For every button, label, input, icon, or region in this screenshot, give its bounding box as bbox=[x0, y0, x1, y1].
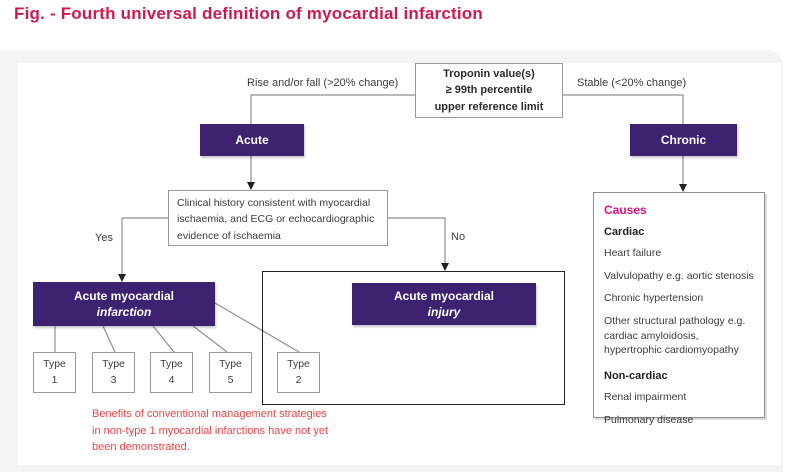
type-1-box: Type 1 bbox=[33, 352, 76, 393]
type-3-box: Type 3 bbox=[92, 352, 135, 393]
acute-mi-box: Acute myocardial infarction bbox=[33, 282, 215, 326]
management-note: Benefits of conventional management stra… bbox=[92, 408, 329, 453]
yes-label: Yes bbox=[95, 232, 113, 244]
type-5-number: 5 bbox=[227, 373, 234, 386]
cause-item: Chronic hypertension bbox=[604, 292, 704, 305]
type-2-box: Type 2 bbox=[277, 352, 320, 393]
cause-item: Heart failure bbox=[604, 247, 662, 259]
acute-mi-line2: infarction bbox=[96, 305, 152, 319]
type-2-number: 2 bbox=[295, 373, 302, 386]
injury-group-outline bbox=[262, 271, 565, 405]
type-4-word: Type bbox=[160, 357, 183, 370]
acute-mi-line1: Acute myocardial bbox=[73, 288, 175, 303]
cause-item: Valvulopathy e.g. aortic stenosis bbox=[604, 269, 754, 282]
no-label: No bbox=[451, 231, 466, 243]
acute-injury-line2: injury bbox=[427, 305, 461, 319]
acute-label: Acute bbox=[235, 132, 269, 147]
acute-injury-box: Acute myocardial injury bbox=[352, 283, 536, 325]
rise-branch-label: Rise and/or fall (>20% change) bbox=[247, 77, 399, 89]
causes-heading: Causes bbox=[604, 203, 647, 217]
cause-item: Other structural pathology e.g. cardiac … bbox=[604, 315, 746, 357]
noncardiac-heading: Non-cardiac bbox=[604, 370, 668, 383]
chronic-box: Chronic bbox=[630, 124, 737, 156]
type-1-number: 1 bbox=[51, 373, 58, 386]
acute-injury-line1: Acute myocardial bbox=[393, 288, 495, 303]
clinical-history-box: Clinical history consistent with myocard… bbox=[168, 190, 388, 246]
type-5-box: Type 5 bbox=[209, 352, 252, 393]
type-4-number: 4 bbox=[168, 373, 175, 386]
type-3-word: Type bbox=[102, 357, 125, 370]
type-3-number: 3 bbox=[110, 373, 117, 386]
cardiac-heading: Cardiac bbox=[604, 226, 645, 238]
type-5-word: Type bbox=[219, 357, 242, 370]
type-2-word: Type bbox=[287, 357, 310, 370]
stable-branch-label: Stable (<20% change) bbox=[577, 77, 687, 89]
type-4-box: Type 4 bbox=[150, 352, 193, 393]
acute-box: Acute bbox=[200, 124, 304, 156]
cause-item: Renal impairment bbox=[604, 391, 687, 404]
causes-panel: Causes Cardiac Heart failure Valvulopath… bbox=[593, 192, 765, 426]
troponin-box: Troponin value(s) ≥ 99th percentile uppe… bbox=[415, 63, 563, 118]
page-title: Fig. - Fourth universal definition of my… bbox=[14, 4, 483, 23]
chronic-label: Chronic bbox=[660, 132, 707, 147]
cause-item: Pulmonary disease bbox=[604, 413, 694, 426]
type-1-word: Type bbox=[43, 357, 66, 370]
